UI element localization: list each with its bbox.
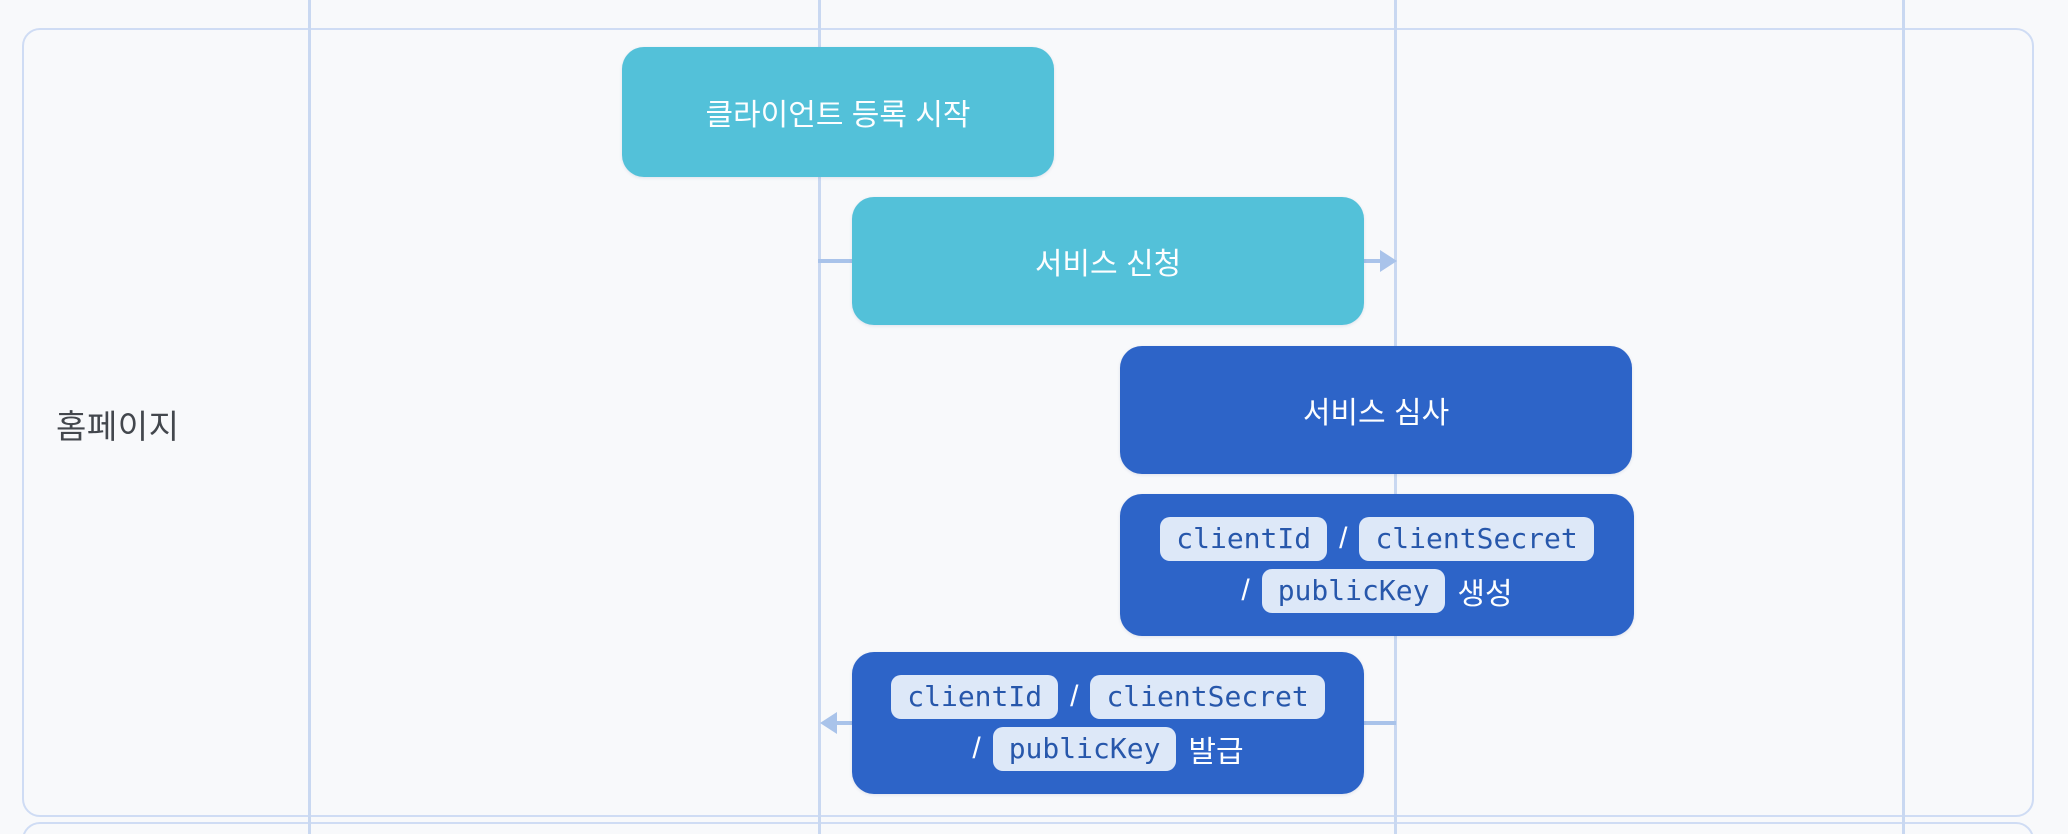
chip-separator: / xyxy=(1241,574,1250,607)
flow-node-key-generate[interactable]: clientId / clientSecret / publicKey 생성 xyxy=(1120,494,1634,636)
chip-separator: / xyxy=(1339,522,1348,555)
connector-apply-from-column xyxy=(818,259,854,263)
flow-node-label: 서비스 신청 xyxy=(1034,248,1182,281)
flow-node-service-apply[interactable]: 서비스 신청 xyxy=(852,197,1364,325)
chip-line-1: clientId / clientSecret xyxy=(891,675,1325,719)
chip-line-2: / publicKey 발급 xyxy=(972,727,1244,771)
connector-apply-to-column xyxy=(1364,259,1384,263)
flow-node-label-suffix: 생성 xyxy=(1457,578,1513,611)
code-chip-client-id: clientId xyxy=(1160,517,1328,561)
code-chip-client-id: clientId xyxy=(891,675,1059,719)
arrow-left-icon xyxy=(820,712,837,734)
flow-node-key-issue[interactable]: clientId / clientSecret / publicKey 발급 xyxy=(852,652,1364,794)
chip-separator: / xyxy=(1070,680,1079,713)
swimlane-row-homepage xyxy=(22,28,2034,817)
chip-line-2: / publicKey 생성 xyxy=(1241,569,1513,613)
arrow-right-icon xyxy=(1380,250,1397,272)
swimlane-row-next-partial xyxy=(22,822,2034,834)
code-chip-public-key: publicKey xyxy=(1261,569,1446,613)
swimlane-column-divider-1 xyxy=(308,0,311,834)
code-chip-client-secret: clientSecret xyxy=(1359,517,1594,561)
code-chip-client-secret: clientSecret xyxy=(1090,675,1325,719)
flow-node-label: 서비스 심사 xyxy=(1302,397,1450,430)
flow-node-client-registration-start[interactable]: 클라이언트 등록 시작 xyxy=(622,47,1054,177)
connector-issue-to-column xyxy=(836,721,854,725)
flow-node-label-suffix: 발급 xyxy=(1188,736,1244,769)
chip-line-1: clientId / clientSecret xyxy=(1160,517,1594,561)
flow-node-label: 클라이언트 등록 시작 xyxy=(705,99,971,132)
lane-label-homepage: 홈페이지 xyxy=(56,408,180,445)
code-chip-public-key: publicKey xyxy=(992,727,1177,771)
swimlane-column-divider-2 xyxy=(818,0,821,834)
flow-node-service-review[interactable]: 서비스 심사 xyxy=(1120,346,1632,474)
chip-separator: / xyxy=(972,732,981,765)
connector-issue-from-column xyxy=(1364,721,1396,725)
swimlane-column-divider-4 xyxy=(1902,0,1905,834)
